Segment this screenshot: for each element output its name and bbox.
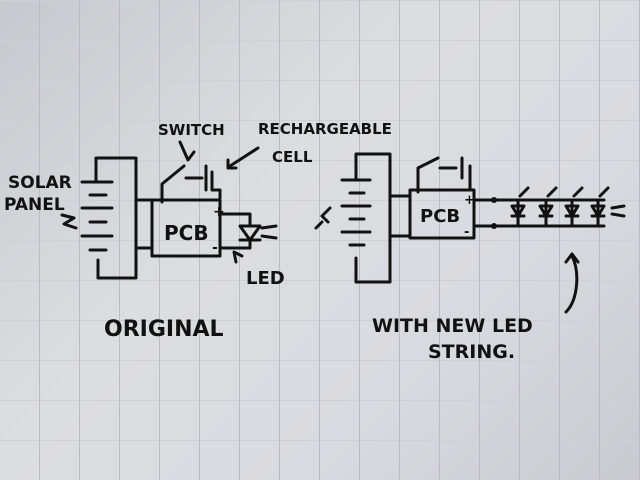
led-arrow xyxy=(232,250,244,264)
pcb-box xyxy=(408,188,476,240)
switch-arrow xyxy=(178,140,196,162)
pcb-plus: + xyxy=(213,204,225,220)
led-2 xyxy=(538,198,554,228)
cell-arrow xyxy=(226,146,260,170)
solar-panel-symbol xyxy=(80,156,154,280)
led-3 xyxy=(564,198,580,228)
cell-label-2: CELL xyxy=(272,148,313,166)
cell-label: RECHARGEABLE xyxy=(258,120,392,138)
solar-panel-symbol xyxy=(340,152,412,284)
pcb-minus: - xyxy=(464,225,469,240)
light-arrow-icon xyxy=(314,206,332,230)
pcb-label: PCB xyxy=(420,206,460,227)
pcb-label: PCB xyxy=(164,221,209,245)
switch-and-cell-symbol xyxy=(160,164,222,204)
original-caption: ORIGINAL xyxy=(104,317,224,342)
original-circuit: SOLAR PANEL SWITCH RECHARGEABLE CELL PCB… xyxy=(4,120,392,342)
led-4 xyxy=(590,198,606,228)
led-light-icon xyxy=(260,224,278,240)
led-light-icons xyxy=(518,186,626,218)
pcb-plus: + xyxy=(464,193,475,208)
led-symbol xyxy=(218,212,262,250)
pcb-minus: - xyxy=(212,240,218,256)
modified-caption-2: STRING. xyxy=(428,341,515,363)
solar-panel-label: SOLAR xyxy=(8,173,72,193)
pcb-box xyxy=(150,198,222,258)
solar-panel-label-2: PANEL xyxy=(4,195,65,215)
led-string xyxy=(491,186,626,229)
light-arrow-icon xyxy=(60,213,78,230)
string-arrow xyxy=(564,252,580,314)
led-1 xyxy=(510,198,526,228)
modified-circuit: PCB + - WITH NEW LED STRING. xyxy=(314,152,626,363)
switch-label: SWITCH xyxy=(158,121,225,139)
led-string-rails xyxy=(472,198,606,228)
modified-caption: WITH NEW LED xyxy=(372,315,533,337)
led-label: LED xyxy=(246,268,285,289)
switch-and-cell-symbol xyxy=(416,156,472,194)
